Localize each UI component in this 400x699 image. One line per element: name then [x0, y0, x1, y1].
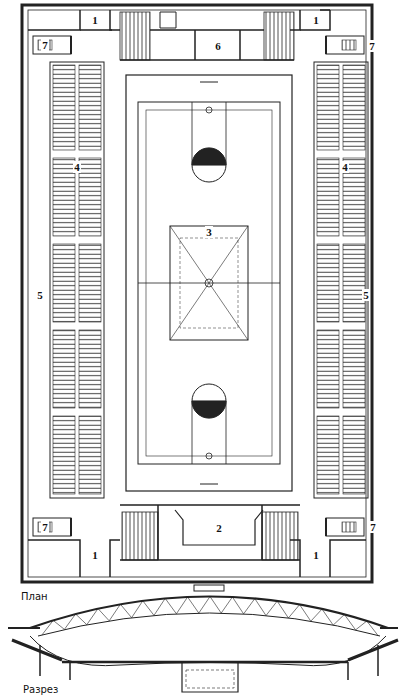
callout-number: 5	[36, 289, 44, 301]
seat-block	[79, 330, 101, 408]
callout-number: 7	[41, 39, 49, 51]
seat-block	[317, 330, 339, 408]
callout-number: 1	[312, 14, 320, 26]
seat-block	[53, 158, 75, 236]
seat-block	[53, 244, 75, 322]
callout-number: 4	[73, 161, 81, 173]
callout-number: 3	[205, 226, 213, 238]
seat-block	[53, 65, 75, 150]
roof-truss	[42, 597, 378, 636]
view-caption: План	[20, 591, 49, 603]
seat-block	[343, 244, 365, 322]
seat-block	[343, 416, 365, 494]
seat-block	[317, 65, 339, 150]
seat-block	[343, 330, 365, 408]
seat-block	[317, 416, 339, 494]
callout-number: 1	[91, 14, 99, 26]
callout-number: 6	[214, 40, 222, 52]
callout-number: 7	[368, 40, 376, 52]
callout-number: 5	[362, 289, 370, 301]
seat-block	[79, 158, 101, 236]
seat-block	[317, 158, 339, 236]
seat-block	[79, 416, 101, 494]
view-caption: Разрез	[22, 684, 59, 696]
seat-block	[79, 244, 101, 322]
seat-block	[53, 330, 75, 408]
seat-block	[79, 65, 101, 150]
callout-number: 1	[312, 549, 320, 561]
callout-number: 7	[41, 521, 49, 533]
seat-block	[53, 416, 75, 494]
seat-block	[317, 244, 339, 322]
callout-number: 1	[91, 549, 99, 561]
callout-number: 2	[215, 522, 223, 534]
callout-number: 4	[341, 161, 349, 173]
seat-block	[343, 65, 365, 150]
callout-number: 7	[369, 521, 377, 533]
